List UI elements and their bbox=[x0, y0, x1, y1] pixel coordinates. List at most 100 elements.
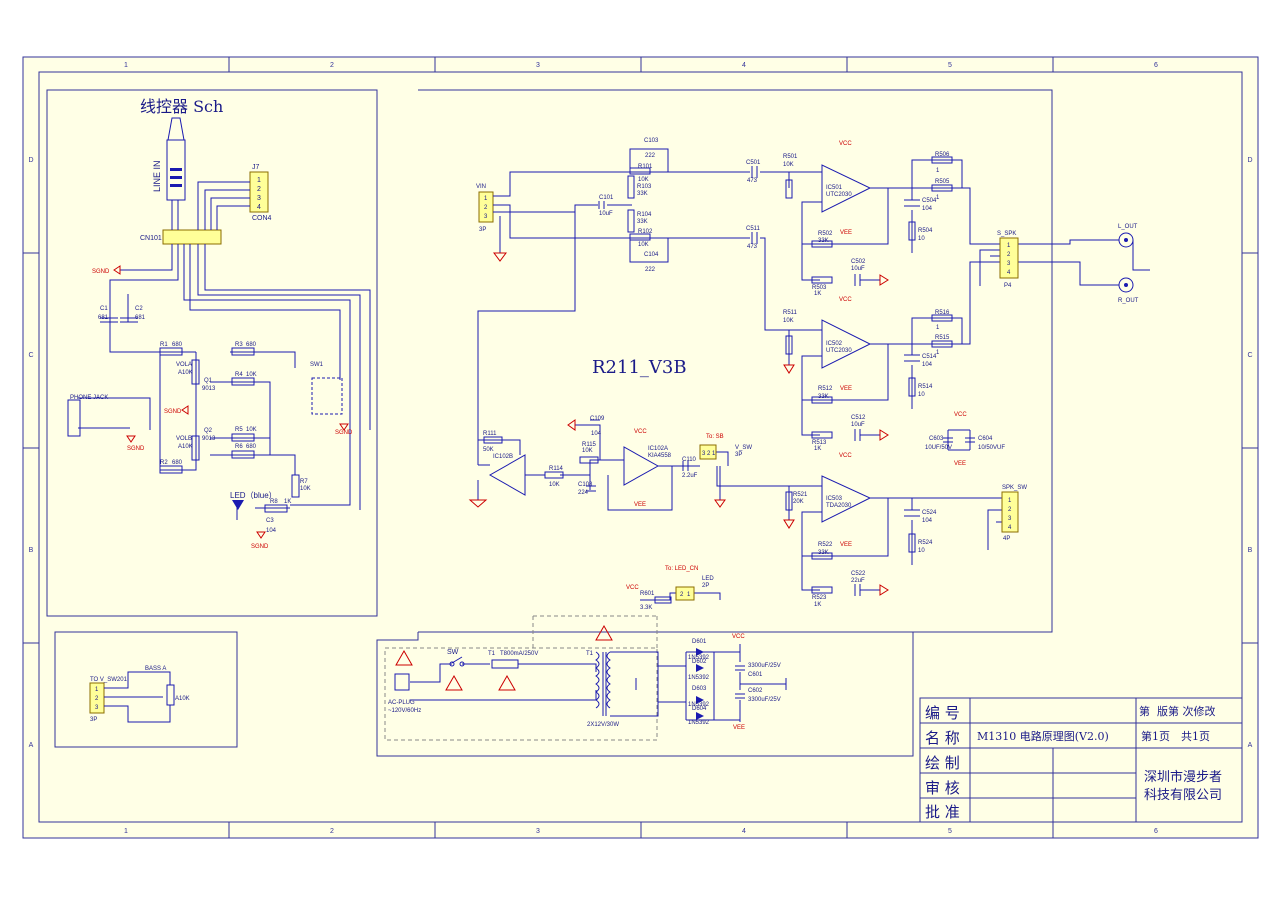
r516-ref: R516 bbox=[935, 310, 950, 316]
c601-value: 3300uF/25V bbox=[748, 663, 781, 669]
vin-pin-2: 2 bbox=[484, 205, 488, 211]
vin-type: 3P bbox=[479, 227, 486, 233]
ic503-part: TDA2030 bbox=[826, 503, 852, 509]
col-label-2-bottom: 2 bbox=[330, 828, 334, 835]
c501-value: 473 bbox=[747, 178, 758, 184]
c603-value: 10UF/50V bbox=[925, 445, 952, 451]
d601-ref: D601 bbox=[692, 639, 707, 645]
q2-value: 9013 bbox=[202, 436, 216, 442]
amp-stage-ic503 bbox=[821, 475, 872, 523]
r601-value: 3.3K bbox=[640, 605, 652, 611]
r2-ref: R2 bbox=[160, 460, 168, 466]
j7-pin-4: 4 bbox=[257, 204, 261, 211]
vcc-ic501: VCC bbox=[839, 141, 852, 147]
vee-ic503: VEE bbox=[840, 542, 852, 548]
r8-value: 1K bbox=[284, 499, 291, 505]
c103-value: 222 bbox=[645, 153, 656, 159]
tb-company-line2: 科技有限公司 bbox=[1144, 788, 1222, 803]
r513-ref: R513 bbox=[812, 440, 827, 446]
led-label: LED（blue） bbox=[230, 491, 277, 500]
power-dashed-area bbox=[384, 647, 658, 741]
spk-sw-pin-3: 3 bbox=[1008, 516, 1012, 522]
tb-drawing-name: M1310 电路原理图(V2.0) bbox=[977, 730, 1109, 743]
row-label-a-right: A bbox=[1248, 742, 1253, 749]
ac-voltage-label: ~120V/60Hz bbox=[388, 708, 421, 714]
bass-pin-2: 2 bbox=[95, 696, 99, 702]
c110-ref: C110 bbox=[682, 457, 697, 463]
row-label-b-left: B bbox=[29, 547, 34, 554]
sgnd-label-1: SGND bbox=[92, 269, 110, 275]
c109-value: 104 bbox=[591, 431, 602, 437]
c511-value: 473 bbox=[747, 244, 758, 250]
power-block bbox=[376, 632, 914, 757]
col-label-3-bottom: 3 bbox=[536, 828, 540, 835]
vcc-r601: VCC bbox=[626, 585, 639, 591]
c501-ref: C501 bbox=[746, 160, 761, 166]
tb-company-line1: 深圳市漫步者 bbox=[1144, 769, 1222, 785]
vee-ic501: VEE bbox=[840, 230, 852, 236]
s-spk-type: P4 bbox=[1004, 283, 1012, 289]
c604-ref: C604 bbox=[978, 436, 993, 442]
c512-value: 10uF bbox=[851, 422, 865, 428]
vola-ref: VOLA bbox=[176, 362, 192, 368]
col-label-6-top: 6 bbox=[1154, 62, 1158, 69]
r3-ref: R3 bbox=[235, 342, 243, 348]
v-sw-label: V_SW bbox=[735, 445, 752, 451]
c514-value: 104 bbox=[922, 362, 933, 368]
ic501-part: UTC2030 bbox=[826, 192, 852, 198]
r101-ref: R101 bbox=[638, 164, 653, 170]
r512-value: 33K bbox=[818, 394, 829, 400]
c3-ref: C3 bbox=[266, 518, 274, 524]
spk-sw-pin-4: 4 bbox=[1008, 525, 1012, 531]
d602-ref: D602 bbox=[692, 659, 707, 665]
col-label-3-top: 3 bbox=[536, 62, 540, 69]
r101-value: 10K bbox=[638, 177, 649, 183]
c604-value: 10/50VUF bbox=[978, 445, 1005, 451]
ic503-ref: IC503 bbox=[826, 496, 843, 502]
line-control-block bbox=[46, 89, 378, 617]
r511-ref: R511 bbox=[783, 310, 798, 316]
tb-number-label: 编 号 bbox=[925, 704, 960, 722]
r514-ref: R514 bbox=[918, 384, 933, 390]
vee-ic502: VEE bbox=[840, 386, 852, 392]
r601-ref: R601 bbox=[640, 591, 655, 597]
r522-ref: R522 bbox=[818, 542, 833, 548]
vcc-ic102a: VCC bbox=[634, 429, 647, 435]
v-sw-pin-1: 1 bbox=[712, 451, 716, 457]
r522-value: 33K bbox=[818, 550, 829, 556]
cn101-label: CN101 bbox=[140, 235, 162, 242]
c603-ref: C603 bbox=[929, 436, 944, 442]
line-control-wires bbox=[78, 181, 371, 520]
r523-ref: R523 bbox=[812, 595, 827, 601]
c601-ref: C601 bbox=[748, 672, 763, 678]
spk-sw-pin-1: 1 bbox=[1008, 498, 1012, 504]
j7-pin-1: 1 bbox=[257, 177, 261, 184]
c103-ref: C103 bbox=[644, 138, 659, 144]
c502-ref: C502 bbox=[851, 259, 866, 265]
r513-value: 1K bbox=[814, 446, 821, 452]
amp-wires bbox=[477, 159, 1150, 601]
cn101-connector bbox=[162, 229, 222, 245]
row-label-a-left: A bbox=[29, 742, 34, 749]
volb-value: A10K bbox=[178, 444, 193, 450]
q2-ref: Q2 bbox=[204, 428, 213, 434]
c108-value: 224 bbox=[578, 490, 589, 496]
r115-value: 10K bbox=[582, 448, 593, 454]
r111-ref: R111 bbox=[483, 431, 497, 437]
vin-pin-3: 3 bbox=[484, 214, 488, 220]
to-led-label: To: LED_CN bbox=[665, 566, 698, 572]
c602-value: 3300uF/25V bbox=[748, 697, 781, 703]
d603-ref: D603 bbox=[692, 686, 707, 692]
r515-value: 1 bbox=[936, 350, 940, 356]
vola-value: A10K bbox=[178, 370, 193, 376]
sw-label: SW bbox=[447, 649, 459, 656]
sgnd-label-2: SGND bbox=[164, 409, 182, 415]
phone-jack-label: PHONE JACK bbox=[70, 395, 108, 401]
r503-value: 1K bbox=[814, 291, 821, 297]
s-spk-pin-1: 1 bbox=[1007, 243, 1011, 249]
line-in-plug bbox=[166, 117, 186, 201]
j7-pin-3: 3 bbox=[257, 195, 261, 202]
r102-value: 10K bbox=[638, 242, 649, 248]
tb-name-label: 名 称 bbox=[925, 729, 960, 747]
c504-ref: C504 bbox=[922, 198, 937, 204]
